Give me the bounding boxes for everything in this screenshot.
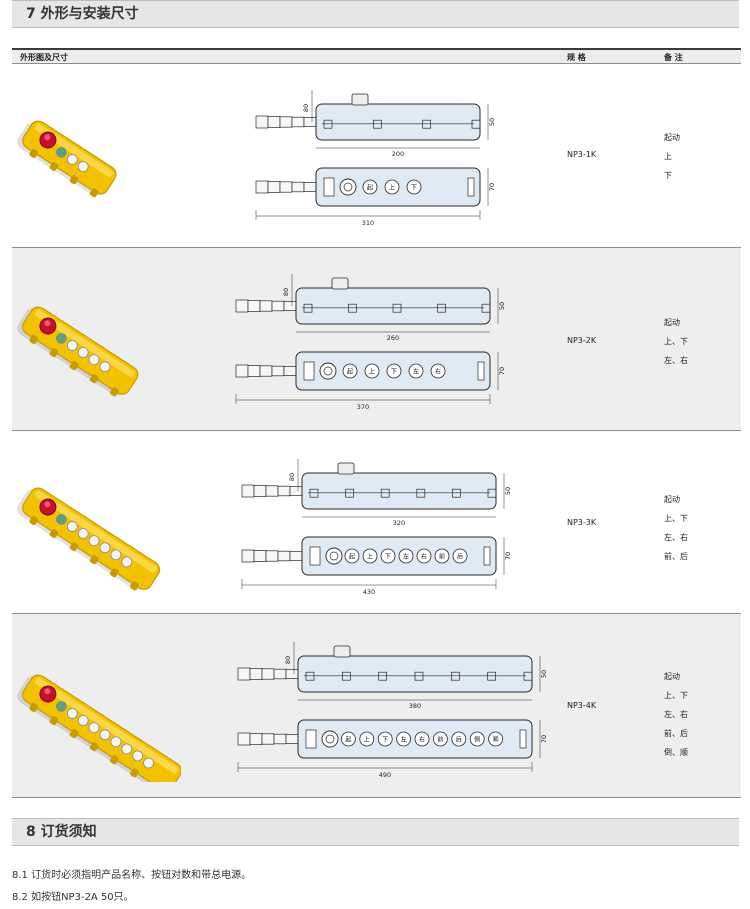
pendant-photo (17, 674, 182, 792)
dimension-label: 50 (488, 118, 496, 126)
button-glyph: 右 (435, 368, 441, 376)
dimension-label: 80 (288, 473, 296, 481)
pendant-photo (17, 306, 139, 397)
button-glyph: 上 (389, 184, 395, 192)
spec-model: NP3-2K (567, 336, 597, 345)
dimension-label: 320 (393, 519, 405, 527)
table-row: 80 50 320 起 上 下 左 右 前 后 70 430 NP3-3K 起动上、下左、右前、后 (12, 431, 741, 614)
pendant-photo (17, 120, 117, 198)
dimension-label: 70 (540, 735, 548, 743)
button-glyph: 后 (456, 736, 462, 744)
note-item: 起动 (664, 672, 680, 681)
button-glyph: 后 (457, 553, 463, 561)
section-7-title: 7 外形与安装尺寸 (12, 0, 739, 28)
button-glyph: 右 (421, 553, 427, 561)
button-glyph: 上 (369, 368, 375, 376)
table-header: 外形图及尺寸 规 格 备 注 (12, 48, 741, 64)
dimension-drawing: 80 50 200 起 上 下 70 310 (240, 76, 500, 241)
table-row: 80 50 380 起 上 下 左 右 前 后 倒 顺 70 490 NP3-4K 起动上、下左、右前、后… (12, 614, 741, 798)
button-glyph: 左 (403, 553, 409, 561)
dimension-drawing: 80 50 380 起 上 下 左 右 前 后 倒 顺 70 490 (222, 628, 552, 788)
dimension-label: 80 (302, 104, 310, 112)
header-note: 备 注 (664, 53, 683, 62)
button-glyph: 起 (347, 368, 353, 376)
dimension-label: 380 (409, 702, 421, 710)
spec-model: NP3-4K (567, 701, 597, 710)
dimension-label: 200 (392, 150, 404, 158)
header-shape: 外形图及尺寸 (20, 53, 68, 62)
dimension-label: 490 (379, 771, 391, 779)
note-item: 上、下 (664, 514, 688, 523)
note-item: 起动 (664, 133, 680, 142)
dimension-label: 50 (540, 670, 548, 678)
button-glyph: 下 (382, 737, 388, 744)
note-item: 起动 (664, 318, 680, 327)
technical-drawing: 80 50 200 起 上 下 70 310 (255, 90, 496, 227)
note-item: 上、下 (664, 337, 688, 346)
technical-drawing: 80 50 380 起 上 下 左 右 前 后 倒 顺 70 490 (237, 642, 548, 779)
dimension-label: 50 (498, 302, 506, 310)
spec-model: NP3-1K (567, 150, 597, 159)
dimension-label: 310 (362, 219, 374, 227)
note-item: 左、右 (664, 710, 688, 719)
note-list: 起动上、下左、右前、后 (664, 490, 688, 566)
button-glyph: 下 (411, 185, 417, 192)
button-glyph: 前 (439, 553, 445, 561)
note-item: 上、下 (664, 691, 688, 700)
button-glyph: 左 (401, 736, 407, 744)
button-glyph: 下 (391, 369, 397, 376)
button-glyph: 顺 (493, 737, 499, 744)
table-row: 80 50 260 起 上 下 左 右 70 370 NP3-2K 起动上、下左、右 (12, 248, 741, 431)
button-glyph: 倒 (474, 736, 480, 744)
dimension-label: 80 (284, 656, 292, 664)
product-photo (16, 465, 176, 600)
pendant-photo (17, 487, 161, 591)
product-photo (16, 284, 176, 414)
dimension-label: 50 (504, 487, 512, 495)
technical-drawing: 80 50 260 起 上 下 左 右 70 370 (235, 274, 506, 411)
dimension-label: 430 (363, 588, 375, 596)
note-item: 前、后 (664, 729, 688, 738)
button-glyph: 起 (367, 184, 373, 192)
button-glyph: 起 (349, 553, 355, 561)
note-list: 起动上、下左、右前、后倒、顺 (664, 667, 688, 762)
dimension-label: 370 (357, 403, 369, 411)
button-glyph: 前 (437, 736, 443, 744)
note-item: 前、后 (664, 552, 688, 561)
dimension-drawing: 80 50 260 起 上 下 左 右 70 370 (220, 260, 510, 425)
dimension-drawing: 80 50 320 起 上 下 左 右 前 后 70 430 (226, 445, 516, 605)
button-glyph: 右 (419, 736, 425, 744)
order-note-2: 8.2 如按钮NP3-2A 50只。 (12, 892, 134, 903)
order-note-1: 8.1 订货时必须指明产品名称、按钮对数和带总电源。 (12, 870, 252, 881)
note-item: 倒、顺 (664, 748, 688, 757)
dimension-label: 80 (282, 288, 290, 296)
dimension-label: 70 (498, 367, 506, 375)
note-item: 左、右 (664, 533, 688, 542)
button-glyph: 左 (413, 368, 419, 376)
product-photo (16, 652, 182, 792)
note-item: 起动 (664, 495, 680, 504)
note-item: 左、右 (664, 356, 688, 365)
button-glyph: 上 (367, 553, 373, 561)
button-glyph: 下 (385, 554, 391, 561)
note-list: 起动上、下左、右 (664, 313, 688, 370)
section-8-title: 8 订货须知 (12, 818, 739, 846)
spec-model: NP3-3K (567, 518, 597, 527)
product-photo (16, 98, 166, 228)
header-spec: 规 格 (567, 53, 586, 62)
button-glyph: 起 (345, 736, 351, 744)
note-item: 下 (664, 171, 672, 180)
dimension-label: 70 (488, 183, 496, 191)
note-item: 上 (664, 152, 672, 161)
technical-drawing: 80 50 320 起 上 下 左 右 前 后 70 430 (241, 459, 512, 596)
note-list: 起动上下 (664, 128, 680, 185)
button-glyph: 上 (364, 736, 370, 744)
dimension-label: 70 (504, 552, 512, 560)
dimension-label: 260 (387, 334, 399, 342)
